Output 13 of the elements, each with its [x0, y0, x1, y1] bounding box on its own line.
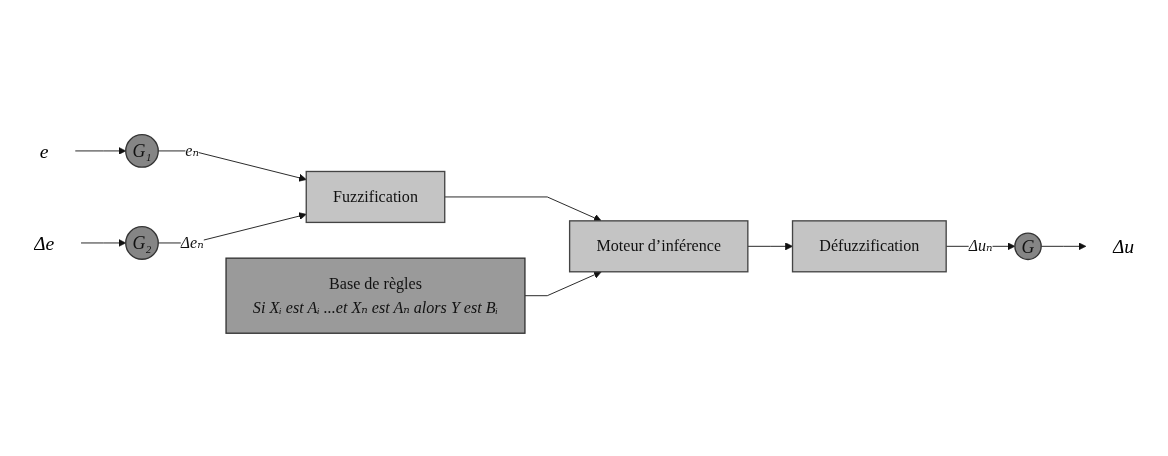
signal-label: Δe [33, 231, 55, 255]
signal-label: e [39, 139, 49, 163]
edge-label: Δuₙ [968, 236, 993, 255]
rule-base-box: Base de règles Si Xᵢ est Aᵢ ...et Xₙ est Aₙ alors Y est Bᵢ [225, 257, 526, 334]
gain-circle: G [1014, 232, 1042, 261]
signal-label: Δu [1112, 235, 1135, 258]
gain-circle: G₂ [125, 226, 159, 260]
gain-circle: G₁ [125, 134, 159, 168]
edge-label: Δeₙ [180, 233, 204, 252]
process-box: Moteur d’inférence [568, 220, 749, 273]
edge-label: eₙ [185, 141, 199, 160]
process-box: Fuzzification [305, 170, 446, 224]
process-box: Défuzzification [791, 220, 947, 273]
